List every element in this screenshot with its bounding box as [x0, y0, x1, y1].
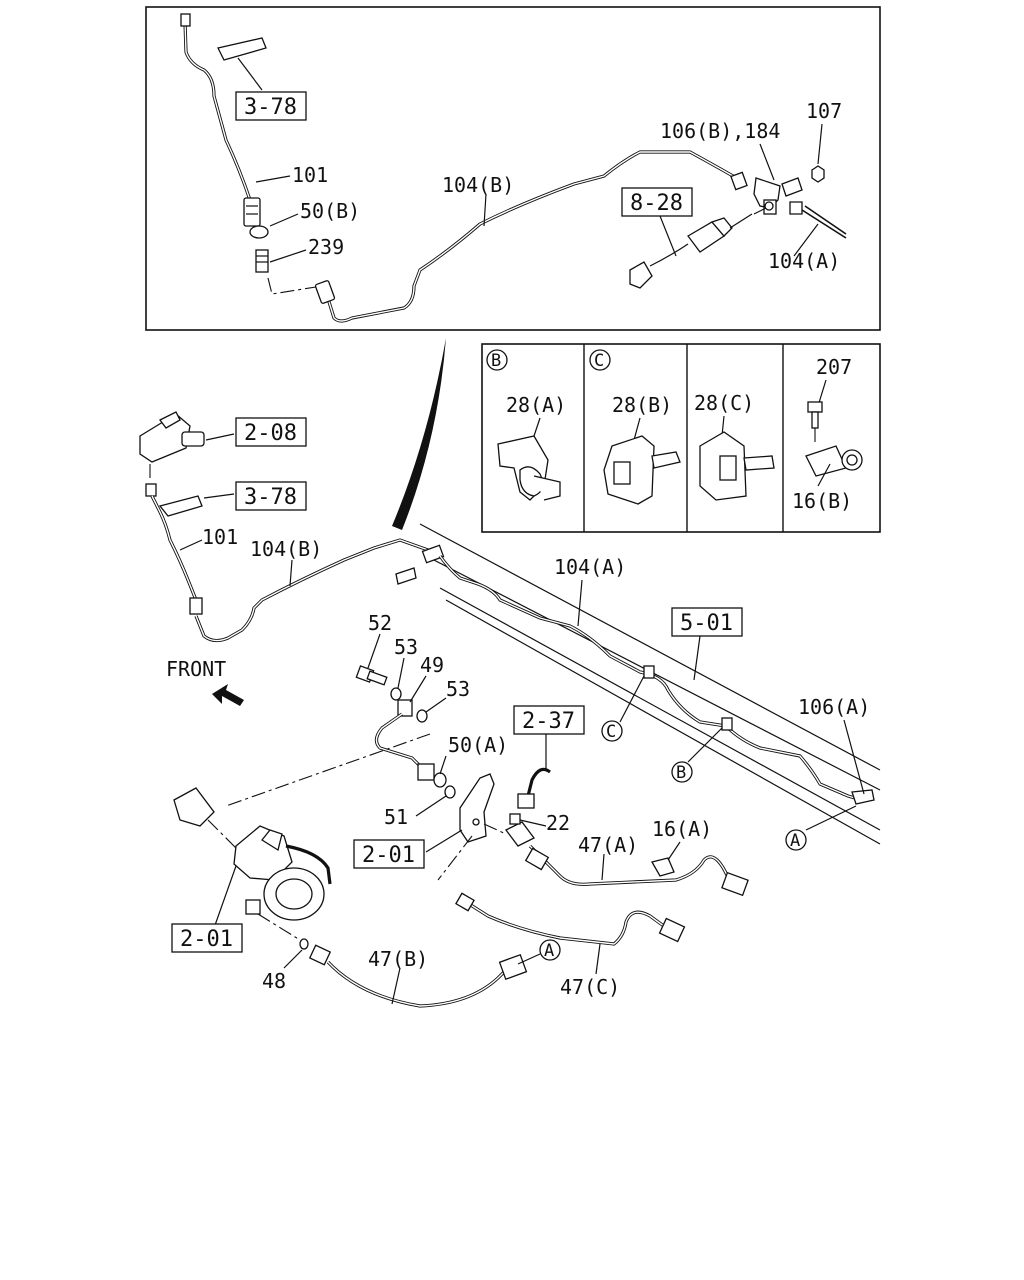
ref-box-3-78-top — [235, 91, 307, 121]
ref-box-2-01-center — [353, 839, 425, 869]
label-28c: 28(C) — [694, 391, 754, 415]
detail-c-letter: C — [594, 351, 604, 371]
nut-50a — [417, 763, 435, 781]
front-arrow-icon — [212, 684, 244, 706]
bracket-2-01 — [459, 773, 495, 843]
clip-16a — [651, 857, 675, 877]
ref-3-78-main: 3-78 — [244, 485, 297, 510]
hose-101-top — [180, 13, 267, 227]
pipe-47c — [455, 892, 686, 946]
bolt-239 — [255, 249, 269, 273]
detail-panel-frame — [481, 343, 881, 533]
label-101-top: 101 — [292, 163, 328, 187]
pipe-104a-main — [438, 555, 875, 805]
label-104b-main: 104(B) — [250, 537, 322, 561]
tee-106b — [753, 177, 847, 239]
label-101-main: 101 — [202, 525, 238, 549]
ref-2-37: 2-37 — [522, 709, 575, 734]
marker-b-letter: B — [676, 763, 686, 783]
label-48: 48 — [262, 969, 286, 993]
washer-53a — [390, 687, 402, 701]
reservoir — [139, 411, 205, 463]
bolt-52 — [355, 665, 388, 686]
washer-50b — [249, 225, 269, 239]
washer-53b — [416, 709, 428, 723]
ref-box-2-01-left — [171, 923, 243, 953]
marker-c-letter: C — [606, 722, 616, 742]
clamp-16b — [805, 445, 863, 477]
washer-48 — [299, 938, 309, 950]
ref-2-01-left: 2-01 — [180, 927, 233, 952]
label-50b: 50(B) — [300, 199, 360, 223]
ref-box-2-08 — [235, 417, 307, 447]
ref-box-3-78-main — [235, 481, 307, 511]
pipe-104b-top — [314, 150, 748, 323]
label-47a: 47(A) — [578, 833, 638, 857]
label-104a-top: 104(A) — [768, 249, 840, 273]
hose-101-main — [145, 483, 203, 615]
detail-c-marker — [589, 349, 611, 371]
label-50a: 50(A) — [448, 733, 508, 757]
leader-3-78-top — [237, 57, 263, 91]
marker-b — [671, 761, 693, 783]
label-47c: 47(C) — [560, 975, 620, 999]
ref-box-5-01 — [671, 607, 743, 637]
marker-a1-letter: A — [790, 831, 800, 851]
label-106a: 106(A) — [798, 695, 870, 719]
label-49: 49 — [420, 653, 444, 677]
fender-curve — [392, 338, 446, 530]
union-22 — [505, 813, 535, 847]
main-drawing: 2-08 3-78 101 104(B) — [139, 338, 881, 1008]
pipe-104b-main — [194, 538, 445, 643]
marker-a2 — [539, 939, 561, 961]
top-panel: 3-78 101 50(B) 239 104(B) 106(B),184 107… — [145, 6, 881, 331]
label-16a: 16(A) — [652, 817, 712, 841]
detail-b-marker — [486, 349, 508, 371]
ref-2-08: 2-08 — [244, 421, 297, 446]
frame-rail — [419, 523, 881, 845]
label-104b-top: 104(B) — [442, 173, 514, 197]
clip-28a — [497, 435, 561, 501]
front-label: FRONT — [166, 657, 226, 681]
label-53b: 53 — [446, 677, 470, 701]
top-panel-frame — [145, 6, 881, 331]
hose-47b — [308, 944, 528, 1008]
label-104a-main: 104(A) — [554, 555, 626, 579]
label-22: 22 — [546, 811, 570, 835]
clutch-master-cylinder — [173, 787, 332, 921]
switch-8-28 — [629, 207, 767, 289]
label-28b: 28(B) — [612, 393, 672, 417]
fitting-49 — [397, 699, 413, 717]
marker-a2-letter: A — [544, 941, 554, 961]
washer-50a — [433, 772, 447, 788]
ref-box-2-37 — [513, 705, 585, 735]
ref-box-8-28 — [621, 187, 693, 217]
ref-2-01-center: 2-01 — [362, 843, 415, 868]
label-28a: 28(A) — [506, 393, 566, 417]
bolt-207 — [807, 401, 823, 429]
label-51: 51 — [384, 805, 408, 829]
label-52: 52 — [368, 611, 392, 635]
detail-b-letter: B — [491, 351, 501, 371]
nut-107 — [811, 165, 825, 183]
marker-a1 — [785, 829, 807, 851]
label-53a: 53 — [394, 635, 418, 659]
label-106b-184: 106(B),184 — [660, 119, 780, 143]
label-47b: 47(B) — [368, 947, 428, 971]
label-16b: 16(B) — [792, 489, 852, 513]
ref-3-78-top: 3-78 — [244, 95, 297, 120]
ref-5-01: 5-01 — [680, 611, 733, 636]
label-107: 107 — [806, 99, 842, 123]
ref-8-28: 8-28 — [630, 191, 683, 216]
label-239: 239 — [308, 235, 344, 259]
hose-2-37 — [517, 767, 551, 809]
marker-c — [601, 720, 623, 742]
clip-28c — [699, 431, 775, 501]
label-207: 207 — [816, 355, 852, 379]
washer-51 — [444, 785, 456, 799]
detail-panel: B 28(A) C 28(B) 28(C) 207 — [481, 343, 881, 533]
pipe-47a — [524, 844, 749, 897]
clip-28b — [603, 435, 681, 505]
